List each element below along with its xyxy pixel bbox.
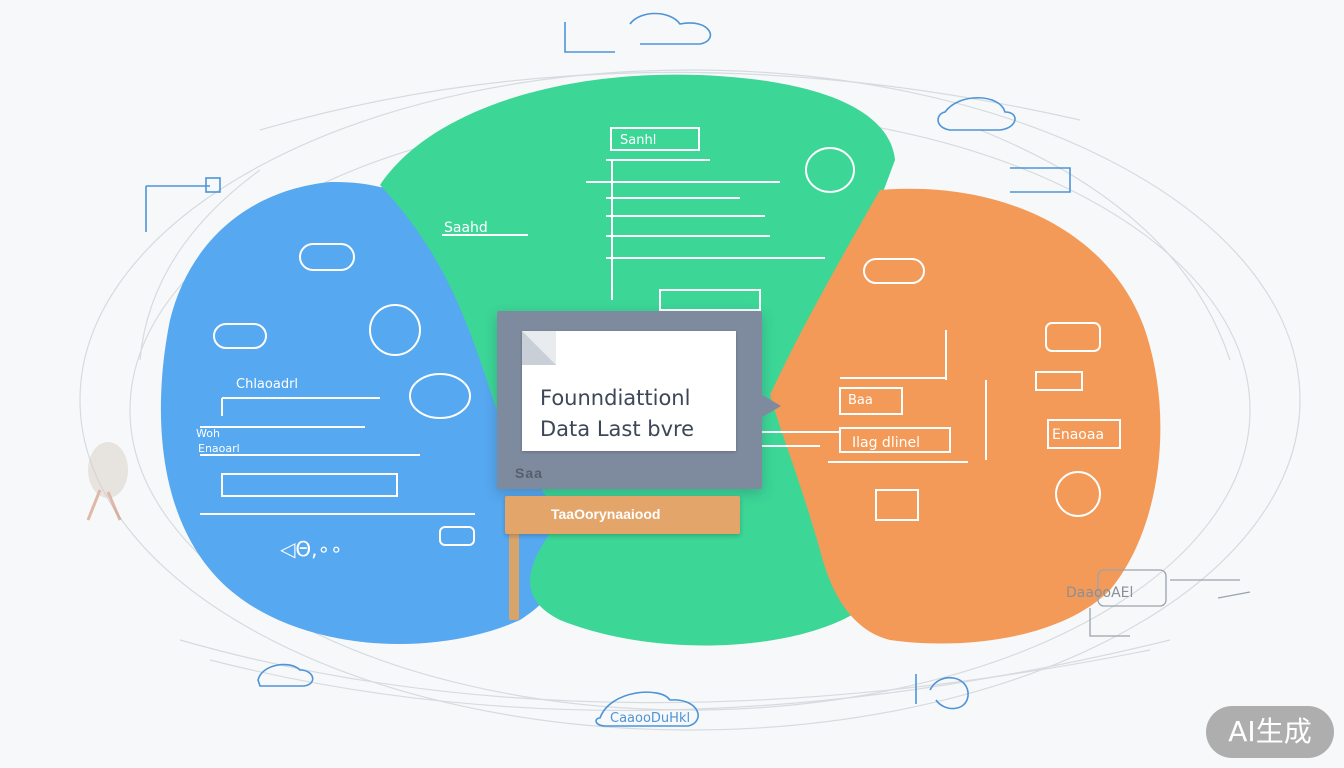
card-connectors xyxy=(762,431,840,447)
green-doodles xyxy=(442,127,855,311)
tag-icon xyxy=(205,177,221,193)
cloud-icon xyxy=(863,258,925,284)
cloud-icon xyxy=(257,663,314,687)
orange-doodles xyxy=(828,258,1121,521)
orange-label-2: Ilag dlinel xyxy=(852,435,920,451)
dial-icon xyxy=(409,373,471,419)
blue-label-4: ◁Θ,∘∘ xyxy=(279,537,343,561)
chart-icon xyxy=(610,127,700,151)
bottom-cloud-label: CaaooDuHkl xyxy=(610,711,690,726)
cloud-icon xyxy=(937,96,1016,131)
ai-generated-badge: AI生成 xyxy=(1206,706,1334,758)
left-faded-figure xyxy=(86,442,128,521)
blue-label-3: Enaoarl xyxy=(198,442,240,455)
orange-region xyxy=(770,188,1161,644)
flag-pole xyxy=(509,496,519,620)
cloud-icon xyxy=(213,323,267,349)
orange-label-1: Enaoaa xyxy=(1052,427,1104,443)
blue-doodles xyxy=(200,243,475,546)
blue-label-2: Woh xyxy=(196,427,220,440)
blue-label-1: Chlaoadrl xyxy=(236,377,298,392)
green-label-2: Sanhl xyxy=(620,133,656,148)
refresh-icon xyxy=(1055,471,1101,517)
card-footer-row: Saa xyxy=(515,465,543,481)
cloud-icon xyxy=(595,691,699,727)
outer-sketch-icons xyxy=(145,12,1071,727)
green-label-1: Saahd xyxy=(444,220,488,236)
card-paper: Founndiattionl Data Last bvre xyxy=(522,331,736,451)
card-title-line-2: Data Last bvre xyxy=(540,417,695,441)
bar-chart-icon xyxy=(875,489,919,521)
foundation-banner: TaaOorynaaiood xyxy=(505,496,740,534)
card-title: Founndiattionl Data Last bvre xyxy=(540,383,730,445)
cloud-icon xyxy=(299,243,355,271)
orange-label-3: Baa xyxy=(848,393,873,408)
right-bottom-label: DaaooAEl xyxy=(1066,585,1133,601)
chat-icon xyxy=(439,526,475,546)
card-title-line-1: Founndiattionl xyxy=(540,386,691,410)
card-pointer-arrow xyxy=(759,393,781,419)
gauge-icon xyxy=(369,304,421,356)
link-icon xyxy=(1010,167,1071,193)
face-icon xyxy=(805,147,855,193)
gray-sketch-icons xyxy=(1089,569,1251,637)
page-fold-icon xyxy=(522,331,556,365)
cloud-icon xyxy=(564,12,712,53)
banner-label: TaaOorynaaiood xyxy=(551,506,661,522)
foundation-card: Founndiattionl Data Last bvre Saa xyxy=(497,311,781,489)
sync-icon xyxy=(915,674,969,710)
server-icon xyxy=(1045,322,1101,352)
